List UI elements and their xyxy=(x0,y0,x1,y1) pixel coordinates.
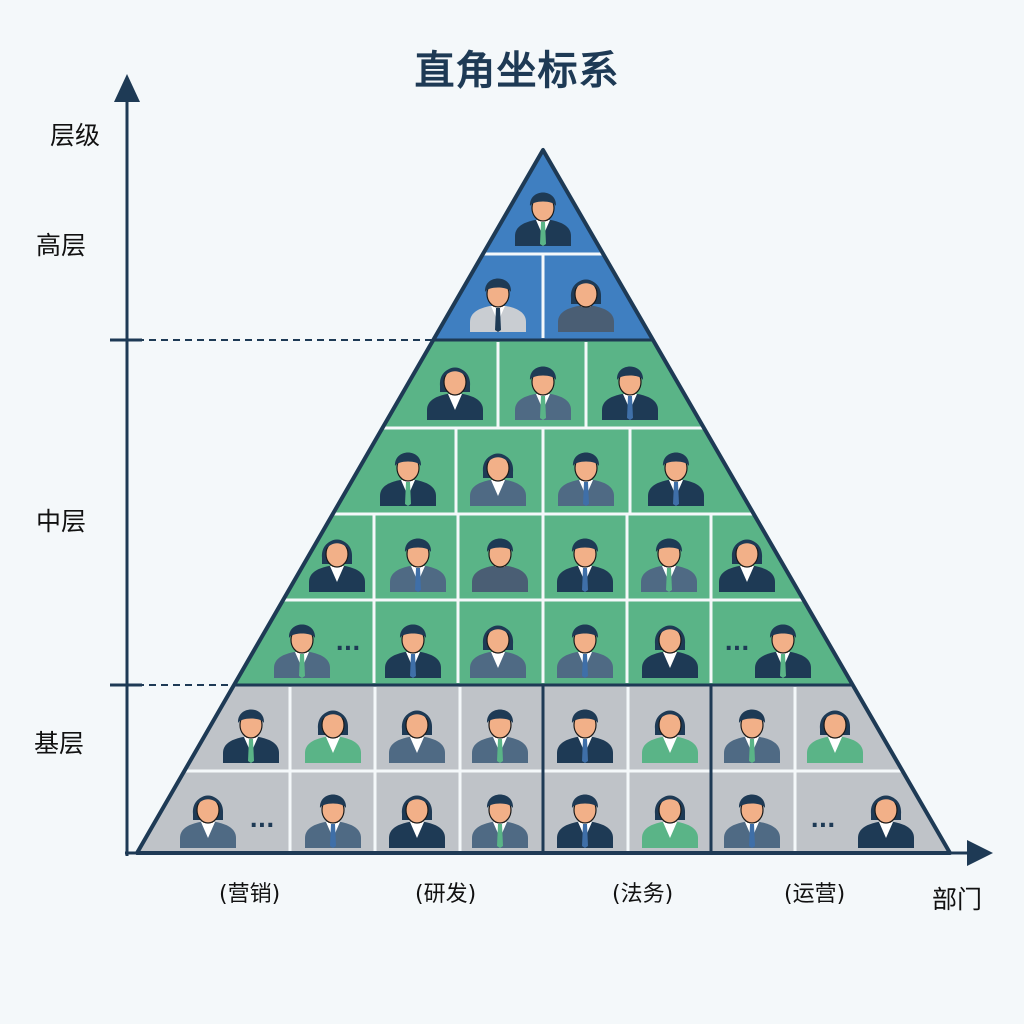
person-male-icon xyxy=(472,538,528,592)
ellipsis-more-indicator: ... xyxy=(810,808,835,833)
person-female-icon xyxy=(180,795,236,848)
person-male-icon xyxy=(724,709,780,763)
person-male-icon xyxy=(472,709,528,763)
person-male-icon xyxy=(515,366,571,420)
person-female-icon xyxy=(389,710,445,763)
pyramid-outline xyxy=(135,148,952,855)
person-male-icon xyxy=(470,278,526,332)
person-male-icon xyxy=(274,624,330,678)
person-male-icon xyxy=(472,794,528,848)
person-male-icon xyxy=(515,192,571,246)
y-axis xyxy=(110,74,142,856)
person-male-icon xyxy=(390,538,446,592)
person-male-icon xyxy=(602,366,658,420)
person-male-icon xyxy=(558,452,614,506)
person-male-icon xyxy=(755,624,811,678)
person-female-icon xyxy=(470,453,526,506)
x-axis-label: 部门 xyxy=(932,885,983,914)
ellipsis-more-indicator: ... xyxy=(724,631,749,656)
person-male-icon xyxy=(557,794,613,848)
level-guides xyxy=(137,339,432,686)
dept-label-rnd: (研发) xyxy=(415,882,477,907)
ellipsis-more-indicator: ... xyxy=(249,808,274,833)
level-label-senior: 高层 xyxy=(36,231,87,260)
person-female-icon xyxy=(470,625,526,678)
chart-title: 直角坐标系 xyxy=(414,48,620,94)
person-female-icon xyxy=(642,625,698,678)
person-male-icon xyxy=(724,794,780,848)
level-label-middle: 中层 xyxy=(36,507,87,536)
person-male-icon xyxy=(223,709,279,763)
dept-label-legal: (法务) xyxy=(612,882,674,907)
person-female-icon xyxy=(389,795,445,848)
person-female-icon xyxy=(807,710,863,763)
dept-label-marketing: (营销) xyxy=(219,882,281,907)
person-male-icon xyxy=(557,709,613,763)
person-female-icon xyxy=(642,795,698,848)
person-female-icon xyxy=(305,710,361,763)
person-female-icon xyxy=(719,539,775,592)
person-male-icon xyxy=(385,624,441,678)
level-label-base: 基层 xyxy=(34,729,85,758)
person-male-icon xyxy=(648,452,704,506)
person-male-icon xyxy=(557,538,613,592)
person-male-icon xyxy=(557,624,613,678)
person-female-icon xyxy=(642,710,698,763)
person-female-icon xyxy=(558,279,614,332)
person-female-icon xyxy=(427,367,483,420)
person-male-icon xyxy=(305,794,361,848)
people: ............ xyxy=(180,192,914,848)
ellipsis-more-indicator: ... xyxy=(335,631,360,656)
person-male-icon xyxy=(641,538,697,592)
person-female-icon xyxy=(858,795,914,848)
person-male-icon xyxy=(380,452,436,506)
y-axis-label: 层级 xyxy=(50,121,101,150)
person-female-icon xyxy=(309,539,365,592)
dept-label-operations: (运营) xyxy=(784,882,846,907)
